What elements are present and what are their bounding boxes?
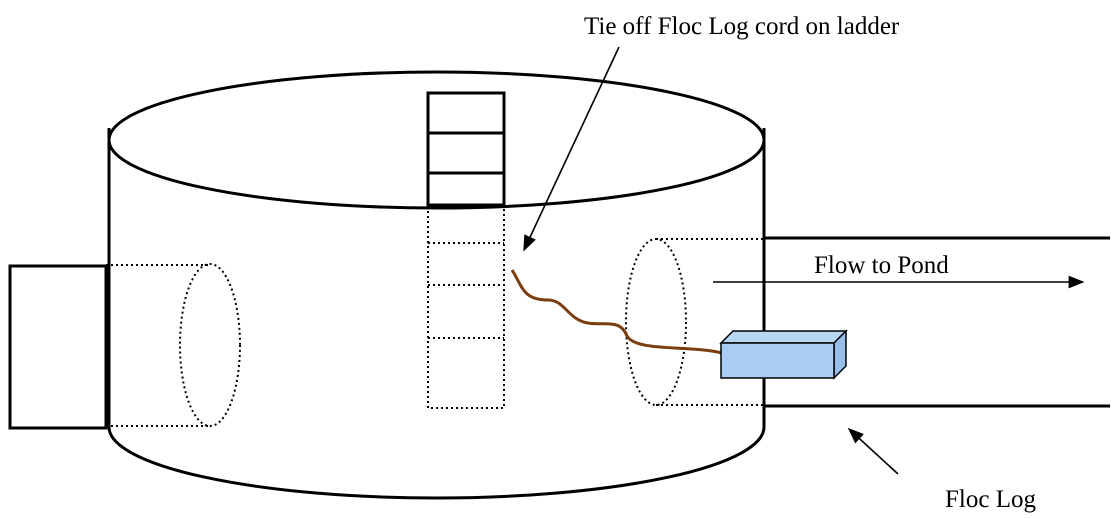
ladder-rung-box-3: [426, 171, 506, 207]
floc-log-label: Floc Log: [945, 486, 1036, 513]
tank-top-ellipse: [107, 70, 766, 210]
inlet-box: [8, 264, 108, 430]
inlet-opening: [179, 263, 241, 427]
inlet-pipe: [8, 263, 241, 430]
ladder: [426, 91, 506, 409]
floc-log-cord: [510, 269, 723, 355]
ladder-rung-box-2: [426, 131, 506, 175]
floc-log-block: [719, 329, 848, 380]
floc-log-block-top: [719, 330, 848, 344]
ladder-hidden-outline: [427, 204, 505, 409]
outlet-opening: [625, 238, 687, 406]
ladder-visible: [426, 91, 506, 207]
outlet-pipe: [625, 236, 1110, 408]
tie-off-arrow: [523, 46, 620, 252]
ladder-hidden: [427, 204, 505, 409]
floc-log-arrow: [847, 427, 899, 475]
ladder-rung-box-1: [426, 91, 506, 135]
tank: [107, 70, 766, 500]
tie-off-label: Tie off Floc Log cord on ladder: [584, 13, 900, 40]
floc-log-block-front: [720, 342, 835, 379]
flow-label: Flow to Pond: [814, 252, 949, 279]
tank-bottom-curve: [107, 426, 766, 500]
